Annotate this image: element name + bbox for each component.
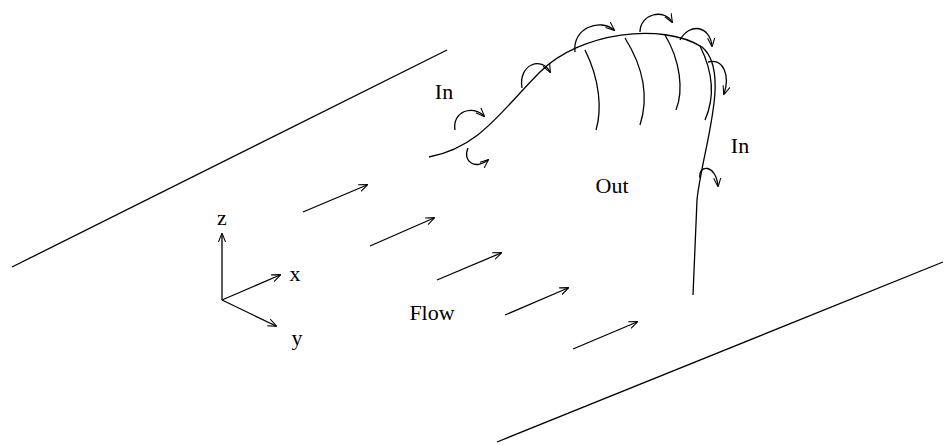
channel-wall: [497, 262, 943, 442]
vortex-lines: [585, 35, 711, 130]
hairpin-vortex: [429, 33, 715, 295]
flow-label: Flow: [409, 302, 454, 324]
region-label: In: [731, 135, 749, 157]
axis-label: y: [292, 327, 303, 349]
axis-label: x: [290, 263, 301, 285]
flow-arrows: [303, 185, 637, 349]
channel-wall: [12, 50, 447, 267]
axis-label: z: [217, 207, 227, 229]
region-label: In: [435, 81, 453, 103]
induced-flow-arrows: [455, 14, 727, 186]
axes: [222, 234, 280, 326]
region-label: Out: [596, 175, 629, 197]
